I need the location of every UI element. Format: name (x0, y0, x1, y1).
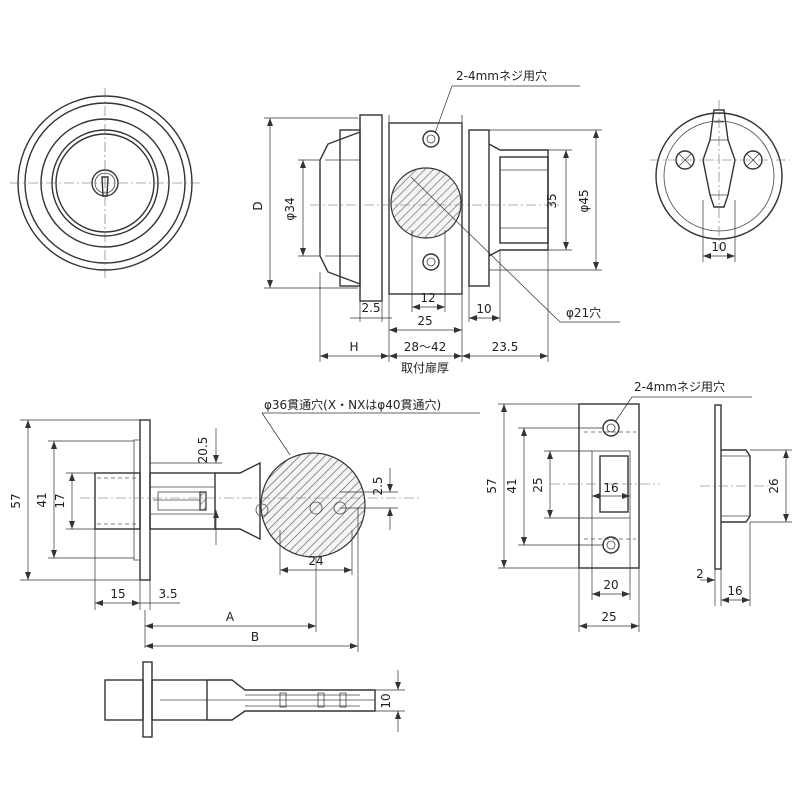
deadbolt-side-view: 57 41 17 20.5 2.5 φ36貫通穴(X・NXはφ40貫通穴) (9, 397, 480, 652)
dim-25-strike: 25 (531, 477, 545, 492)
dim-10-mid: 10 (476, 302, 491, 316)
dim-2-5-bolt: 2.5 (371, 476, 385, 495)
dim-41-left: 41 (35, 492, 49, 507)
dim-35: 35 (545, 193, 559, 208)
dim-57-left: 57 (9, 493, 23, 508)
dim-57-strike: 57 (485, 478, 499, 493)
dim-2-5-mid: 2.5 (361, 301, 380, 315)
deadbolt-top-view: 10 (104, 661, 405, 738)
dim-25-strike-width: 25 (601, 610, 616, 624)
strike-plate-side-view: 26 2 16 (696, 404, 792, 606)
dim-16-strike: 16 (603, 481, 618, 495)
dim-23-5: 23.5 (492, 340, 519, 354)
dim-17: 17 (53, 493, 67, 508)
lock-side-view: D φ34 35 φ45 2-4mmネジ用穴 φ21穴 (251, 68, 620, 375)
dim-16-side: 16 (727, 584, 742, 598)
dim-15: 15 (110, 587, 125, 601)
dim-20-5: 20.5 (196, 437, 210, 464)
dim-2-side: 2 (696, 567, 704, 581)
label-through-hole: φ36貫通穴(X・NXはφ40貫通穴) (264, 397, 441, 412)
dim-28-42: 28〜42 (404, 340, 447, 354)
dim-H: H (349, 340, 358, 354)
dim-25-mid: 25 (417, 314, 432, 328)
dim-10-right: 10 (711, 240, 726, 254)
dim-3-5: 3.5 (158, 587, 177, 601)
strike-plate-front-view: 2-4mmネジ用穴 57 41 25 16 20 (485, 379, 752, 632)
label-door-thickness: 取付扉厚 (401, 361, 449, 375)
cylinder-front-view (10, 88, 200, 278)
dim-phi45: φ45 (577, 189, 591, 212)
dim-D: D (251, 201, 265, 210)
dim-A: A (226, 610, 235, 624)
dim-10-bottom: 10 (379, 693, 393, 708)
dim-phi34: φ34 (283, 197, 297, 220)
label-screw-hole-top: 2-4mmネジ用穴 (456, 68, 547, 83)
dim-B: B (251, 630, 259, 644)
dim-41-strike: 41 (505, 478, 519, 493)
thumbturn-back-view: 10 (650, 100, 790, 262)
dim-26: 26 (767, 478, 781, 493)
dim-20-strike: 20 (603, 578, 618, 592)
dim-12: 12 (420, 291, 435, 305)
label-screw-hole-strike: 2-4mmネジ用穴 (634, 379, 725, 394)
label-hole21: φ21穴 (566, 305, 601, 320)
